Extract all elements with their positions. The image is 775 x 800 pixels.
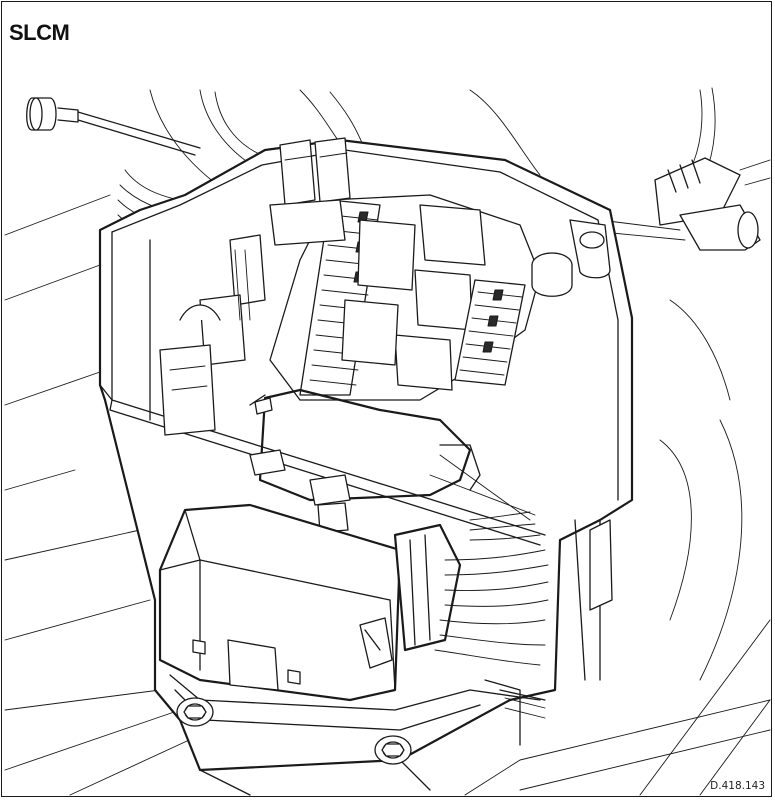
diagram-title: SLCM <box>9 20 70 45</box>
shaft-assembly <box>26 97 201 156</box>
module-cover <box>158 388 549 702</box>
fuse-relay-board <box>269 194 611 401</box>
mounting-bolts <box>176 697 412 765</box>
right-connector <box>599 157 771 251</box>
background-lines <box>4 194 771 796</box>
diagram-reference: D.418.143 <box>710 780 765 792</box>
left-connectors <box>159 137 351 436</box>
